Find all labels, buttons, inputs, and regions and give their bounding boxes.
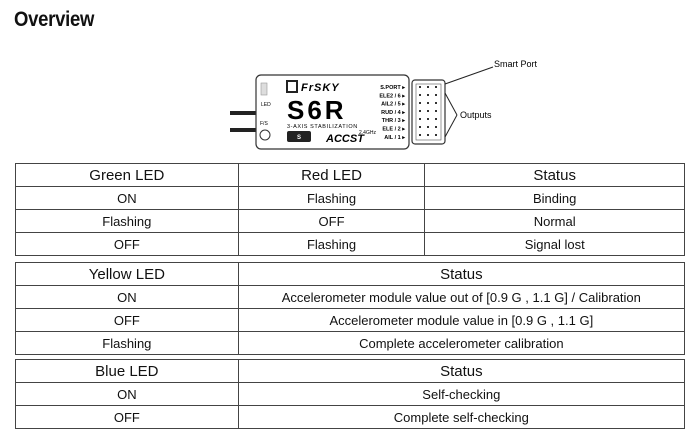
table-cell: OFF (15, 405, 239, 429)
table-cell: Flashing (15, 209, 239, 233)
connector-pin (435, 118, 437, 120)
frsky-logo-icon (286, 80, 298, 93)
connector-pin (427, 134, 429, 136)
svg-text:S: S (297, 135, 301, 141)
connector-pin (419, 86, 421, 88)
connector-pin (435, 86, 437, 88)
table-cell: Complete accelerometer calibration (237, 331, 686, 355)
connector-pin (419, 110, 421, 112)
port-label: ELE / 2 ▸ (382, 127, 406, 133)
connector-pin (435, 110, 437, 112)
led-indicator (260, 82, 268, 96)
connector-pin (419, 102, 421, 104)
column-header: Green LED (15, 163, 239, 187)
table-cell: ON (15, 186, 239, 210)
model-subtitle: 3-AXIS STABILIZATION (287, 124, 358, 130)
port-label: ELE2 / 6 ▸ (379, 93, 406, 99)
column-header: Yellow LED (15, 262, 239, 286)
connector-pin (427, 126, 429, 128)
callout-line (444, 114, 458, 138)
table-cell: Signal lost (424, 232, 685, 256)
model-name: S6R (287, 95, 347, 125)
column-header: Status (237, 359, 686, 383)
connector-pin (419, 126, 421, 128)
connector-pin (419, 118, 421, 120)
antenna-lead (230, 111, 257, 115)
port-label: RUD / 4 ▸ (381, 110, 406, 116)
table-cell: OFF (237, 209, 426, 233)
receiver-body (255, 74, 410, 150)
port-label: AIL / 1 ▸ (384, 135, 406, 141)
table-cell: Complete self-checking (237, 405, 686, 429)
antenna-lead (230, 128, 257, 132)
connector-pin (427, 94, 429, 96)
table-cell: OFF (15, 232, 239, 256)
led-label: LED (261, 102, 271, 108)
fs-label: F/S (260, 121, 268, 127)
table-cell: Self-checking (237, 382, 686, 406)
connector-pin (435, 102, 437, 104)
connector-pin (435, 94, 437, 96)
connector-pin (427, 110, 429, 112)
freq-label: 2.4GHz (359, 130, 376, 136)
brand-name: FrSKY (301, 82, 340, 94)
receiver-diagram: LED F/S FrSKY S6R 3-AXIS STABILIZATION S… (230, 59, 538, 150)
connector-pin (427, 102, 429, 104)
port-label: S.PORT ▸ (380, 85, 406, 91)
fs-button (259, 129, 271, 141)
table-cell: Normal (424, 209, 685, 233)
table-cell: Flashing (15, 331, 239, 355)
connector-pin (435, 126, 437, 128)
port-label: THR / 3 ▸ (382, 118, 406, 124)
table-cell: ON (15, 285, 239, 309)
callout-line (444, 92, 458, 116)
outputs-callout: Outputs (460, 110, 492, 120)
table-cell: Accelerometer module value out of [0.9 G… (237, 285, 686, 309)
connector-pin (419, 134, 421, 136)
column-header: Status (424, 163, 685, 187)
port-label: AIL2 / 5 ▸ (381, 102, 406, 108)
table-cell: Binding (424, 186, 685, 210)
callout-line (444, 66, 494, 85)
connector-pin (427, 86, 429, 88)
table-cell: Flashing (237, 186, 426, 210)
smart-port-callout: Smart Port (494, 59, 538, 69)
smart-port-badge-icon (287, 131, 311, 142)
connector-pin (435, 134, 437, 136)
protocol-label: ACCST (325, 133, 365, 145)
connector-pin (419, 94, 421, 96)
table-cell: OFF (15, 308, 239, 332)
column-header: Blue LED (15, 359, 239, 383)
table-cell: Flashing (237, 232, 426, 256)
table-cell: ON (15, 382, 239, 406)
page-title: Overview (14, 8, 95, 31)
column-header: Status (237, 262, 686, 286)
column-header: Red LED (237, 163, 426, 187)
table-cell: Accelerometer module value in [0.9 G , 1… (237, 308, 686, 332)
connector-pin (427, 118, 429, 120)
